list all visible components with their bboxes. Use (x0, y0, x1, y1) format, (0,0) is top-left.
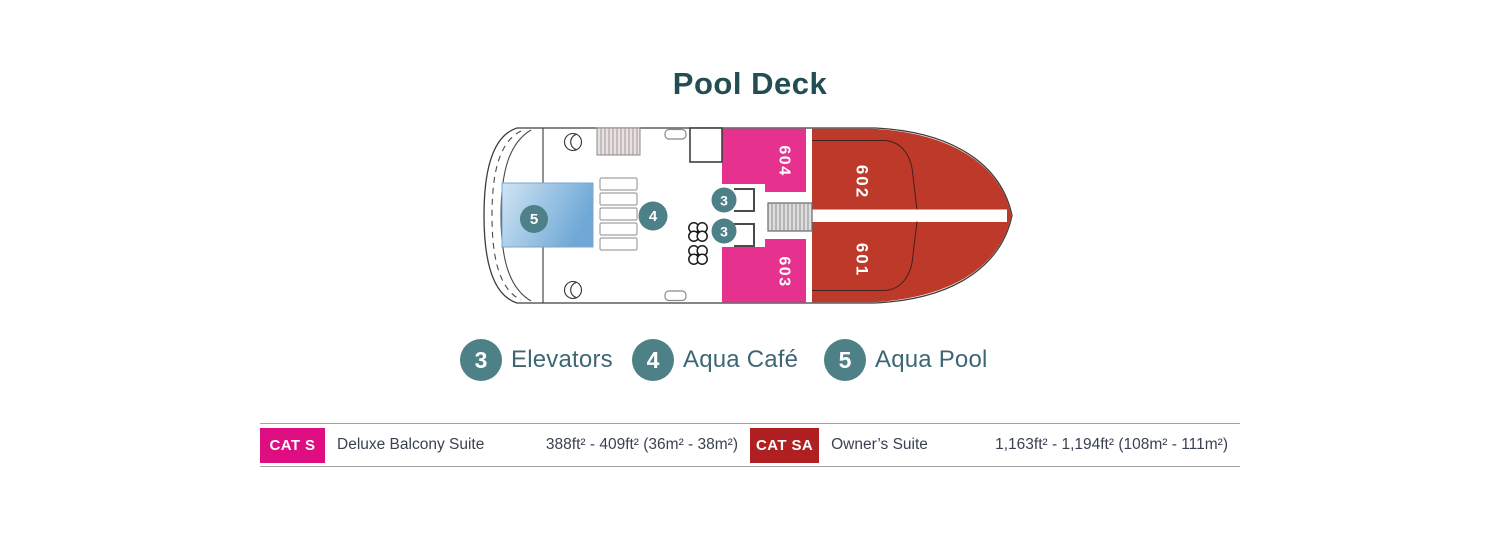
svg-text:3: 3 (720, 224, 728, 240)
stairs-top-icon (596, 127, 641, 156)
cabin-603-label: 603 (776, 256, 793, 287)
cabin-604-area (722, 128, 806, 192)
cabin-601-area (812, 215, 1011, 303)
category-row-cat-sa: CAT SA Owner’s Suite 1,163ft² - 1,194ft²… (750, 424, 1240, 466)
page-title: Pool Deck (672, 66, 828, 101)
cabin-603-area (722, 239, 806, 303)
key-label-elevators: Elevators (511, 346, 613, 373)
round-table-bottom-icon (563, 280, 583, 300)
table-chairs-icon-1 (688, 222, 708, 242)
bow-corridor (812, 209, 1007, 222)
svg-text:4: 4 (649, 208, 658, 225)
key-item-aqua-cafe: 4 Aqua Café (632, 338, 798, 382)
cabin-602-label: 602 (853, 165, 872, 199)
category-table: CAT S Deluxe Balcony Suite 388ft² - 409f… (260, 423, 1240, 467)
key-label-aqua-pool: Aqua Pool (875, 346, 988, 373)
suite-601-wall (812, 221, 918, 291)
marker-pool: 5 (520, 205, 548, 233)
stern-inner-outline (500, 129, 532, 302)
deck-key: 3 Elevators 4 Aqua Café 5 Aqua Pool (0, 338, 1500, 382)
marker-elevator-top: 3 (711, 187, 737, 213)
elevator-box-bottom (734, 223, 755, 247)
round-table-top-icon (563, 132, 583, 152)
cat-sa-badge: CAT SA (750, 427, 820, 463)
ship-deck-diagram: 5 4 3 3 604 603 602 601 (470, 115, 1030, 315)
suite-602-wall (812, 140, 918, 210)
marker-elevator-bottom: 3 (711, 218, 737, 244)
elevator-box-top (734, 188, 755, 212)
cabin-604-label: 604 (776, 145, 793, 176)
svg-text:5: 5 (530, 211, 538, 228)
stern-dashed-outline (491, 130, 522, 301)
marker-cafe: 4 (638, 201, 668, 231)
pool (501, 182, 594, 248)
svg-text:3: 3 (720, 193, 728, 209)
ship-svg: 5 4 3 3 604 603 602 601 (483, 127, 1013, 304)
key-label-aqua-cafe: Aqua Café (683, 346, 799, 373)
key-number-5: 5 (824, 339, 866, 381)
key-number-3: 3 (460, 339, 502, 381)
cafe-tables-icon (599, 177, 638, 251)
key-item-elevators: 3 Elevators (460, 338, 613, 382)
cabin-602-area (812, 128, 1011, 216)
cat-s-name: Deluxe Balcony Suite (337, 436, 485, 453)
cat-s-badge: CAT S (260, 427, 325, 463)
key-number-4: 4 (632, 339, 674, 381)
cat-sa-area: 1,163ft² - 1,194ft² (108m² - 111m²) (995, 436, 1228, 453)
cat-sa-name: Owner’s Suite (831, 436, 928, 453)
stairs-mid-icon (767, 202, 813, 232)
bench-top-icon (664, 128, 687, 140)
deck-room (689, 127, 723, 163)
table-chairs-icon-2 (688, 245, 708, 265)
cabin-601-label: 601 (853, 243, 872, 277)
category-row-cat-s: CAT S Deluxe Balcony Suite 388ft² - 409f… (260, 424, 750, 466)
key-item-aqua-pool: 5 Aqua Pool (824, 338, 988, 382)
bench-bottom-icon (664, 290, 687, 302)
cat-s-area: 388ft² - 409ft² (36m² - 38m²) (545, 436, 738, 453)
